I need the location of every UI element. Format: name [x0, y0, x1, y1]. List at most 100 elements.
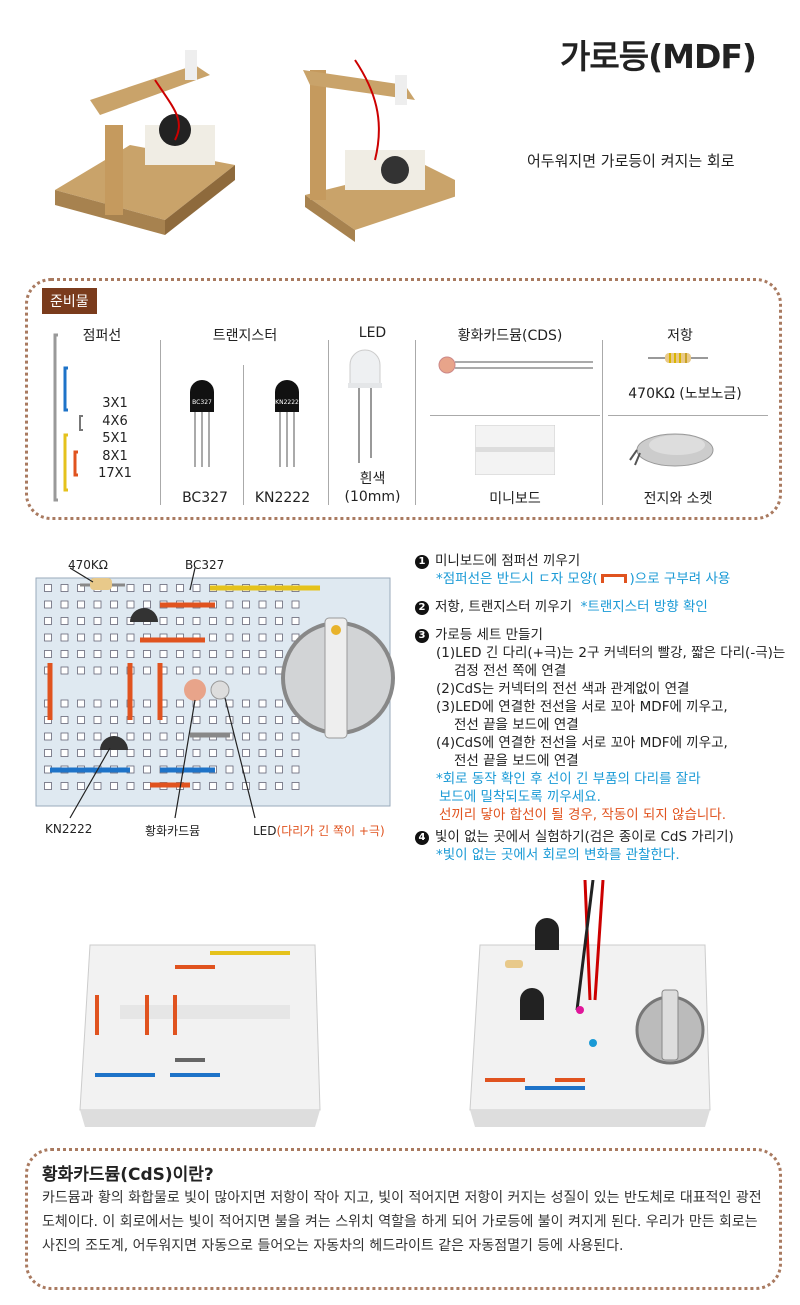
step-number: 4: [415, 831, 429, 845]
breadboard-hole: [77, 633, 85, 642]
breadboard-hole: [126, 584, 135, 592]
jumper-size: 4X6: [102, 413, 128, 429]
breadboard-hole: [258, 650, 267, 658]
led-image: [348, 349, 382, 463]
breadboard-hole: [176, 584, 184, 592]
breadboard-hole: [291, 600, 300, 609]
breadboard-hole: [192, 650, 201, 658]
product-photo-angle: [303, 59, 455, 242]
breadboard-hole: [159, 749, 168, 757]
step-line: 전선 끝을 보드에 연결: [454, 717, 579, 733]
breadboard-hole: [44, 600, 52, 609]
breadboard-hole: [60, 699, 69, 708]
breadboard-hole: [258, 716, 267, 724]
breadboard-hole: [275, 650, 283, 658]
breadboard-hole: [143, 666, 151, 675]
breadboard-hole: [44, 633, 52, 642]
jumper-shape-icon: [600, 574, 627, 583]
breadboard-hole: [143, 584, 151, 592]
step-note: *트랜지스터 방향 확인: [580, 599, 708, 615]
breadboard-hole: [93, 633, 102, 642]
breadboard-hole: [209, 716, 217, 724]
breadboard-hole: [93, 716, 102, 724]
breadboard-hole: [126, 782, 135, 790]
breadboard-hole: [225, 765, 234, 774]
led-label: LED: [253, 824, 277, 838]
breadboard-hole: [275, 633, 283, 642]
step-line: (4)CdS에 연결한 전선을 서로 꼬아 MDF에 끼우고,: [436, 735, 728, 751]
svg-text:BC327: BC327: [192, 399, 212, 406]
breadboard-hole: [209, 749, 217, 757]
diagram-label-led: LED(다리가 긴 쪽이 +극): [253, 822, 385, 839]
breadboard-hole: [242, 633, 250, 642]
resistor-value: 470KΩ (노보노금): [628, 386, 742, 402]
breadboard-hole: [110, 716, 118, 724]
divider: [602, 340, 603, 505]
breadboard-hole: [176, 716, 184, 724]
breadboard-hole: [258, 633, 267, 642]
breadboard-hole: [176, 732, 184, 741]
step-line: 전선 끝을 보드에 연결: [454, 753, 579, 769]
breadboard-hole: [275, 600, 283, 609]
breadboard-hole: [60, 617, 69, 625]
breadboard-hole: [60, 666, 69, 675]
breadboard-hole: [258, 666, 267, 675]
breadboard-hole: [242, 650, 250, 658]
led-color: 흰색: [359, 471, 386, 487]
step-line: (1)LED 긴 다리(+극)는 2구 커넥터의 빨강, 짧은 다리(-극)는: [436, 645, 786, 661]
breadboard-hole: [242, 600, 250, 609]
step-line: (2)CdS는 커넥터의 전선 색과 관계없이 연결: [436, 681, 690, 697]
step-line: (3)LED에 연결한 전선을 서로 꼬아 MDF에 끼우고,: [436, 699, 728, 715]
page-title: 가로등(MDF): [560, 37, 757, 76]
breadboard-photo-complete: [469, 880, 711, 1127]
jumper-size: 8X1: [102, 448, 128, 464]
breadboard-hole: [60, 782, 69, 790]
breadboard-hole: [258, 749, 267, 757]
breadboard-hole: [176, 749, 184, 757]
breadboard-hole: [192, 749, 201, 757]
kn2222-label: KN2222: [254, 490, 311, 506]
breadboard-hole: [93, 617, 102, 625]
divider: [160, 340, 161, 505]
battery-socket-image: [629, 433, 714, 467]
breadboard-hole: [159, 617, 168, 625]
breadboard-hole: [77, 699, 85, 708]
resistor-image: [648, 353, 708, 363]
breadboard-hole: [291, 617, 300, 625]
jumper-size: 17X1: [98, 466, 132, 481]
jumper-title: 점퍼선: [82, 328, 122, 344]
breadboard-hole: [93, 732, 102, 741]
breadboard-hole: [77, 666, 85, 675]
step-note: *회로 동작 확인 후 선이 긴 부품의 다리를 잘라: [436, 771, 701, 787]
breadboard-hole: [77, 716, 85, 724]
breadboard-hole: [159, 650, 168, 658]
breadboard-hole: [93, 650, 102, 658]
page-subtitle: 어두워지면 가로등이 켜지는 회로: [527, 152, 735, 170]
breadboard-hole: [110, 650, 118, 658]
breadboard-hole: [60, 633, 69, 642]
materials-section: [25, 278, 782, 520]
step-number: 3: [415, 629, 429, 643]
breadboard-hole: [176, 666, 184, 675]
breadboard-hole: [209, 617, 217, 625]
materials-label: 준비물: [42, 288, 97, 314]
breadboard-hole: [192, 666, 201, 675]
breadboard-hole: [209, 666, 217, 675]
cds-info-title: 황화카드뮴(CdS)이란?: [42, 1165, 214, 1185]
cds-info-section: [25, 1148, 782, 1290]
breadboard-hole: [242, 716, 250, 724]
breadboard-hole: [192, 782, 201, 790]
breadboard-hole: [192, 617, 201, 625]
divider: [415, 340, 416, 505]
breadboard-hole: [275, 732, 283, 741]
breadboard-hole: [209, 699, 217, 708]
breadboard-hole: [291, 732, 300, 741]
step-title: 저항, 트랜지스터 끼우기: [435, 599, 573, 615]
breadboard-hole: [44, 650, 52, 658]
breadboard-hole: [225, 782, 234, 790]
breadboard-hole: [209, 633, 217, 642]
step-title: 빛이 없는 곳에서 실험하기(검은 종이로 CdS 가리기): [435, 829, 734, 845]
divider: [243, 365, 244, 505]
